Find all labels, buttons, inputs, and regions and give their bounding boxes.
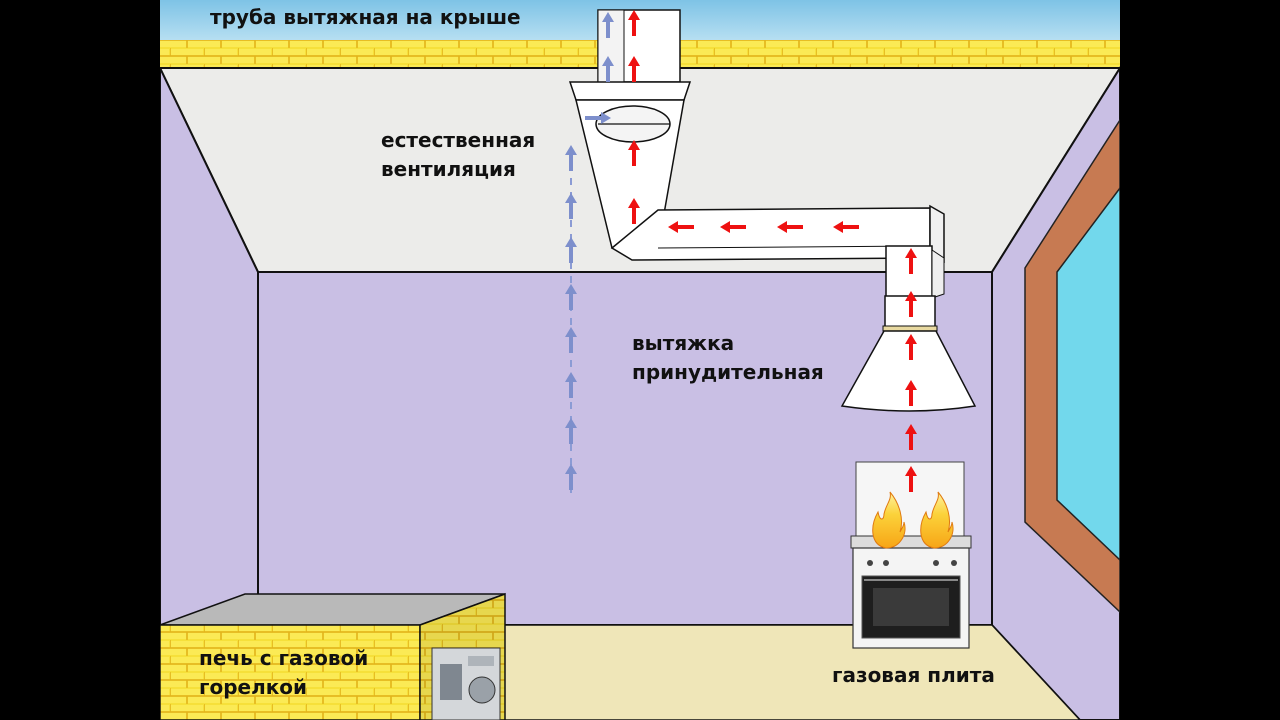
natural-flow-arrow-icon <box>565 464 577 490</box>
natural-flow-arrow-icon <box>565 418 577 444</box>
furnace-label-line1: печь с газовой <box>199 646 369 670</box>
forced-flow-arrow-icon <box>720 221 746 233</box>
forced-flow-arrow-icon <box>668 221 694 233</box>
natural-ventilation-label-line2: вентиляция <box>381 157 516 181</box>
gas-stove <box>850 461 972 649</box>
forced-flow-arrow-icon <box>628 140 640 166</box>
roof-exhaust-pipe <box>568 9 692 249</box>
forced-flow-arrow-icon <box>628 10 640 36</box>
forced-hood-label-line2: принудительная <box>632 360 824 384</box>
horizontal-duct <box>610 204 945 299</box>
furnace-burner <box>431 647 501 720</box>
natural-flow-arrow-icon <box>565 372 577 398</box>
furnace-label-line2: горелкой <box>199 675 308 699</box>
natural-flow-arrow-icon <box>565 284 577 310</box>
gas-furnace <box>159 592 506 720</box>
forced-flow-arrow-icon <box>777 221 803 233</box>
roof-pipe-label: труба вытяжная на крыше <box>210 5 521 29</box>
forced-flow-arrow-icon <box>905 334 917 360</box>
flame-icon <box>920 491 954 549</box>
natural-flow-arrow-icon <box>565 145 577 171</box>
stove-knobs <box>867 560 957 566</box>
window <box>1024 117 1121 614</box>
airflow-arrows <box>565 10 917 492</box>
natural-flow-arrow-icon <box>602 12 614 38</box>
forced-flow-arrow-icon <box>628 56 640 82</box>
natural-flow-arrow-icon <box>565 193 577 219</box>
forced-flow-arrow-icon <box>833 221 859 233</box>
natural-flow-arrow-icon <box>565 237 577 263</box>
natural-flow-arrow-icon <box>602 56 614 82</box>
forced-flow-arrow-icon <box>905 466 917 492</box>
gas-stove-label: газовая плита <box>832 663 995 687</box>
forced-flow-arrow-icon <box>905 380 917 406</box>
range-hood <box>840 295 977 412</box>
forced-flow-arrow-icon <box>905 291 917 317</box>
forced-flow-arrow-icon <box>905 424 917 450</box>
forced-flow-arrow-icon <box>905 248 917 274</box>
forced-flow-arrow-icon <box>628 198 640 224</box>
natural-ventilation-label-line1: естественная <box>381 128 536 152</box>
natural-flow-arrow-icon <box>585 112 611 124</box>
forced-hood-label-line1: вытяжка <box>632 331 735 355</box>
natural-flow-arrow-icon <box>565 327 577 353</box>
flame-icon <box>872 491 906 549</box>
